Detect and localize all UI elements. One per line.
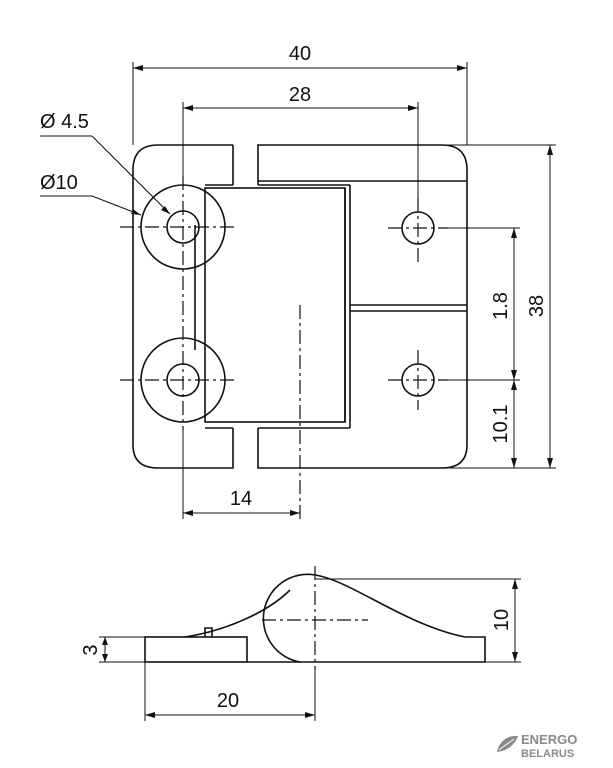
- leader-small-dia-arrow: [161, 206, 170, 214]
- logo-leaf-vein: [498, 738, 515, 751]
- leader-large-dia-arrow: [131, 209, 141, 215]
- leader-small-dia-line: [91, 135, 171, 215]
- side-left-plate: [144, 636, 248, 663]
- top-view: 40 28 Ø 4.5 Ø10 38 1.8: [40, 43, 556, 520]
- dim-3-arrow-bottom: [102, 654, 108, 662]
- dim-20-arrow-left: [145, 712, 155, 718]
- dim-28-arrow-right: [408, 105, 418, 111]
- right-leaf-outline: [257, 144, 468, 469]
- dim-40-arrow-left: [133, 65, 143, 71]
- dim-10-label: 10: [491, 609, 513, 631]
- dim-1-8-arrow-top: [511, 228, 517, 238]
- dim-38-label: 38: [526, 295, 548, 317]
- side-view: 3 10 20: [80, 566, 521, 721]
- dim-14-label: 14: [230, 488, 252, 510]
- side-small-step: [204, 627, 213, 637]
- leader-small-dia-label: Ø 4.5: [40, 111, 89, 133]
- dim-38-arrow-bottom: [547, 458, 553, 468]
- leader-large-dia-label: Ø10: [40, 172, 78, 194]
- logo-line2: BELARUS: [521, 748, 574, 760]
- dim-14-arrow-left: [183, 510, 193, 516]
- dim-28-arrow-left: [183, 105, 193, 111]
- dim-20-arrow-right: [305, 712, 315, 718]
- energo-belarus-logo: ENERGO BELARUS: [497, 732, 577, 760]
- left-leaf-outline: [132, 144, 234, 469]
- side-knuckle-arc: [262, 573, 316, 663]
- dim-28-label: 28: [289, 84, 311, 106]
- logo-line1: ENERGO: [521, 732, 577, 747]
- knuckle-body: [204, 187, 346, 423]
- dim-10-1-arrow-bottom: [511, 458, 517, 468]
- dim-10-arrow-bottom: [512, 652, 518, 662]
- side-right-curve: [314, 574, 466, 638]
- side-left-curve: [184, 589, 291, 638]
- dim-10-1-label: 10.1: [490, 405, 512, 444]
- dim-40-arrow-right: [457, 65, 467, 71]
- dim-10-arrow-top: [512, 579, 518, 589]
- dim-14-arrow-right: [290, 510, 300, 516]
- dim-3-arrow-top: [102, 637, 108, 645]
- side-right-plate: [247, 636, 486, 663]
- dim-20-label: 20: [217, 690, 239, 712]
- dim-1-8-label: 1.8: [490, 292, 512, 320]
- dim-38-arrow-top: [547, 145, 553, 155]
- dim-1-8-arrow-bottom: [511, 370, 517, 380]
- dim-40-label: 40: [289, 43, 311, 65]
- dim-10-1-arrow-top: [511, 380, 517, 390]
- dim-3-label: 3: [80, 644, 102, 655]
